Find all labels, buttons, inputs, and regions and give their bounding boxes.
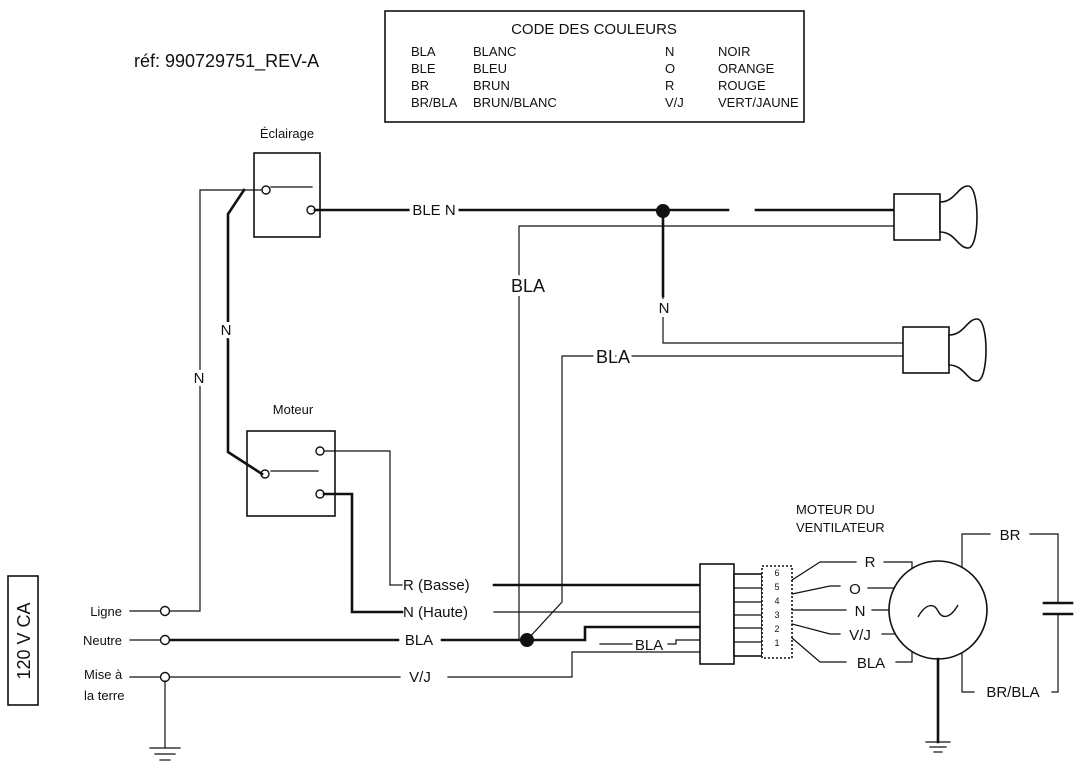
wire-lamp2-n-label: N: [659, 300, 670, 317]
motor-lead-o: O: [849, 581, 861, 598]
legend-name-br: BRUN: [473, 78, 510, 93]
color-code-legend: CODE DES COULEURS BLA BLANC BLE BLEU BR …: [384, 10, 805, 123]
legend-code-br: BR: [411, 78, 429, 93]
supply-ground-icon: [149, 680, 181, 761]
fan-motor-label-1: MOTEUR DU: [796, 502, 875, 517]
legend-name-vj: VERT/JAUNE: [718, 95, 799, 110]
wire-r-low: R (Basse): [323, 450, 702, 594]
connector-pin-4: 4: [774, 596, 779, 606]
wire-bla-vertical-label: BLA: [511, 276, 545, 296]
fan-connector: 6 5 4 3 2 1: [699, 563, 793, 665]
capacitor-wiring: BR BR/BLA: [961, 527, 1074, 701]
wire-connector-bla-label: BLA: [635, 637, 663, 654]
wire-connector-bla: BLA: [599, 637, 701, 654]
connector-pin-6: 6: [774, 568, 779, 578]
legend-code-vj: V/J: [665, 95, 684, 110]
motor-leads: R O N V/J BLA: [791, 554, 913, 672]
motor-lead-brbla: BR/BLA: [986, 684, 1039, 701]
wire-bla-lamp2: BLA: [526, 343, 904, 641]
connector-pin-3: 3: [774, 610, 779, 620]
wire-ble-n-label: BLE N: [412, 202, 455, 219]
wire-switch-link: N: [218, 188, 264, 476]
legend-code-brbla: BR/BLA: [411, 95, 458, 110]
wire-lamp2-n: N: [655, 209, 904, 344]
light-switch-label: Éclairage: [260, 126, 314, 141]
reference-number: réf: 990729751_REV-A: [134, 51, 319, 72]
wire-bla-lamp1: BLA: [507, 225, 895, 641]
motor-lead-r: R: [865, 554, 876, 571]
motor-lead-br: BR: [1000, 527, 1021, 544]
motor-ground-icon: [925, 657, 951, 753]
motor-lead-vj: V/J: [849, 627, 871, 644]
legend-code-r: R: [665, 78, 674, 93]
wire-neutral-bla: BLA: [168, 625, 702, 649]
supply-neutral-label: Neutre: [83, 633, 122, 648]
fan-motor-icon: [888, 560, 988, 660]
power-supply: 120 V CA Ligne Neutre Mise à la terre: [7, 575, 171, 706]
wire-neutral-bla-label: BLA: [405, 632, 433, 649]
wire-n-high: N (Haute): [322, 492, 701, 621]
supply-ground-label-1: Mise à: [84, 667, 123, 682]
supply-voltage: 120 V CA: [14, 602, 34, 679]
fan-motor-label-2: VENTILATEUR: [796, 520, 885, 535]
connector-pin-2: 2: [774, 624, 779, 634]
supply-line-label: Ligne: [90, 604, 122, 619]
wire-switch-link-label: N: [221, 322, 232, 339]
legend-name-r: ROUGE: [718, 78, 766, 93]
motor-switch-label: Moteur: [273, 402, 314, 417]
legend-name-brbla: BRUN/BLANC: [473, 95, 557, 110]
color-code-title: CODE DES COULEURS: [511, 21, 677, 38]
light-switch: Éclairage: [253, 126, 321, 238]
legend-code-bla: BLA: [411, 44, 436, 59]
wire-ground-vj: V/J: [169, 651, 701, 686]
legend-name-o: ORANGE: [718, 61, 775, 76]
wire-r-low-label: R (Basse): [403, 577, 470, 594]
legend-code-ble: BLE: [411, 61, 436, 76]
legend-code-n: N: [665, 44, 674, 59]
supply-ground-label-2: la terre: [84, 688, 124, 703]
motor-lead-bla: BLA: [857, 655, 885, 672]
lamp-1: [893, 185, 978, 249]
wire-ble-n: BLE N: [313, 198, 896, 223]
lamp-2: [902, 318, 987, 382]
legend-code-o: O: [665, 61, 675, 76]
motor-lead-n: N: [855, 603, 866, 620]
legend-name-n: NOIR: [718, 44, 751, 59]
legend-name-ble: BLEU: [473, 61, 507, 76]
wire-line-label: N: [194, 370, 205, 387]
wire-line: N: [169, 189, 263, 612]
connector-pin-1: 1: [774, 638, 779, 648]
connector-pin-5: 5: [774, 582, 779, 592]
wire-bla-lamp2-label: BLA: [596, 347, 630, 367]
wire-ground-vj-label: V/J: [409, 669, 431, 686]
legend-name-bla: BLANC: [473, 44, 516, 59]
wire-n-high-label: N (Haute): [403, 604, 468, 621]
motor-switch: Moteur: [246, 402, 336, 517]
